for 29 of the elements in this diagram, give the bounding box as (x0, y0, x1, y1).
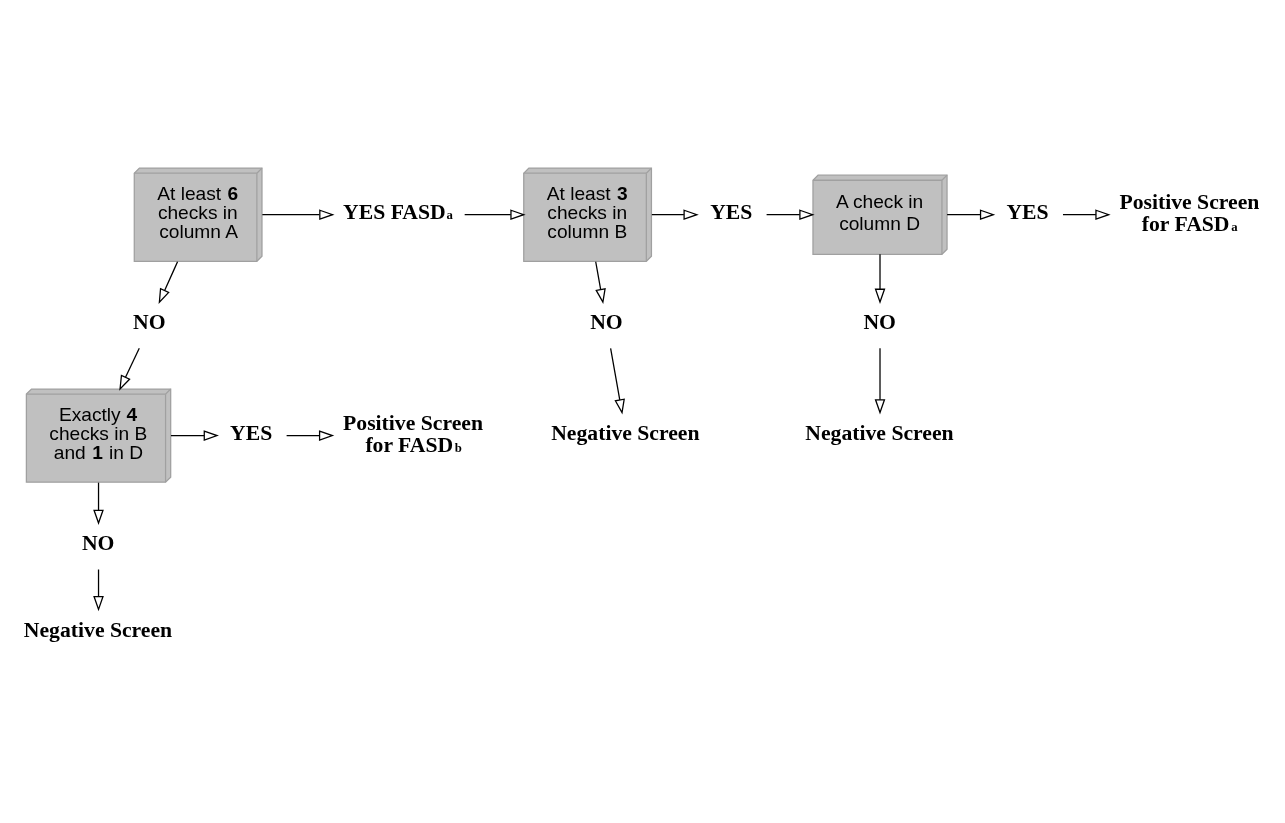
arrow (610, 347, 625, 414)
arrow (285, 429, 335, 441)
node-text: Positive Screen for FASDb (343, 410, 483, 457)
arrow (1062, 208, 1111, 220)
arrow (874, 253, 886, 304)
arrow (765, 208, 815, 220)
arrow (119, 347, 140, 391)
arrow (464, 208, 526, 220)
node-text: YES FASDa (343, 199, 453, 224)
arrow (261, 208, 335, 220)
arrow (93, 568, 104, 611)
arrow (651, 208, 699, 220)
arrow (93, 481, 104, 525)
node-text: Negative Screen (23, 617, 173, 642)
arrow (595, 260, 606, 304)
node-text: YES (230, 420, 273, 445)
node-text: NO (133, 309, 166, 334)
node-text: NO (590, 309, 623, 334)
node-text: Negative Screen (551, 420, 700, 445)
node-text: NO (863, 309, 896, 334)
node-text: NO (81, 530, 115, 555)
node-text: Positive Screen for FASDa (1119, 189, 1260, 236)
arrow (946, 208, 996, 220)
arrow (874, 347, 886, 414)
node-text: YES (710, 199, 753, 224)
node-text: YES (1006, 199, 1049, 224)
arrow (158, 260, 179, 304)
node-text: Negative Screen (805, 420, 954, 445)
arrow (170, 429, 219, 441)
